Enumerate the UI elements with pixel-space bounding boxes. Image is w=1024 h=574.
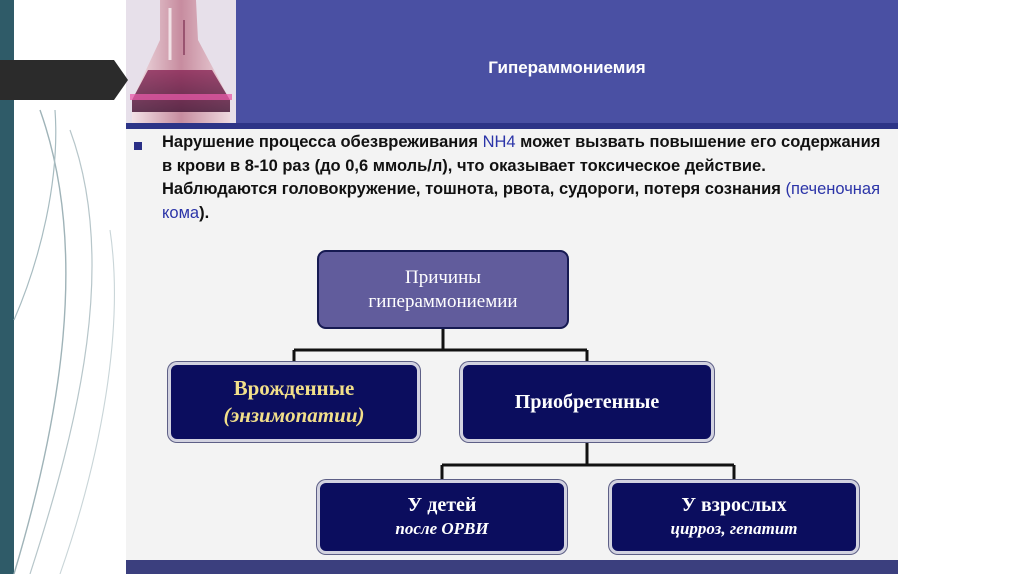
congenital-sublabel: (энзимопатии) [223,403,365,427]
header-divider [126,123,898,129]
nh4-highlight: NH4 [482,133,516,151]
node-congenital: Врожденные (энзимопатии) [168,362,420,442]
slide: Гипераммониемия Нарушение процесса обезв… [126,0,898,574]
children-label: У детей [407,494,477,516]
acquired-label: Приобретенные [514,390,660,413]
diagram-connectors [292,329,736,480]
node-adults: У взрослых цирроз, гепатит [609,480,859,554]
congenital-label: Врожденные [233,376,355,400]
slide-title: Гипераммониемия [488,58,646,77]
root-node-line-2: гипераммониемии [368,290,518,312]
body-text-part-1: Нарушение процесса обезвреживания [162,133,483,151]
left-accent-bar [0,0,14,574]
flask-image [126,0,236,123]
arrow-tab-icon [0,60,128,100]
decorative-curves [13,109,115,574]
body-paragraph: Нарушение процесса обезвреживания NH4 мо… [162,131,882,225]
adults-sublabel: цирроз, гепатит [670,519,798,538]
hepatic-coma-highlight: (печеночная кома [162,180,881,222]
root-node-causes: Причины гипераммониемии [317,250,569,329]
slide-bottom-strip [126,560,898,574]
node-children: У детей после ОРВИ [317,480,567,554]
root-node-line-1: Причины [404,266,482,288]
slide-header: Гипераммониемия [126,0,898,123]
body-text-part-3: ). [199,203,210,222]
node-acquired: Приобретенные [460,362,714,442]
children-sublabel: после ОРВИ [395,519,489,538]
body-text-part-2: может вызвать повышение его содержания в… [162,133,881,198]
adults-label: У взрослых [681,494,787,516]
bullet-square-icon [134,142,142,150]
